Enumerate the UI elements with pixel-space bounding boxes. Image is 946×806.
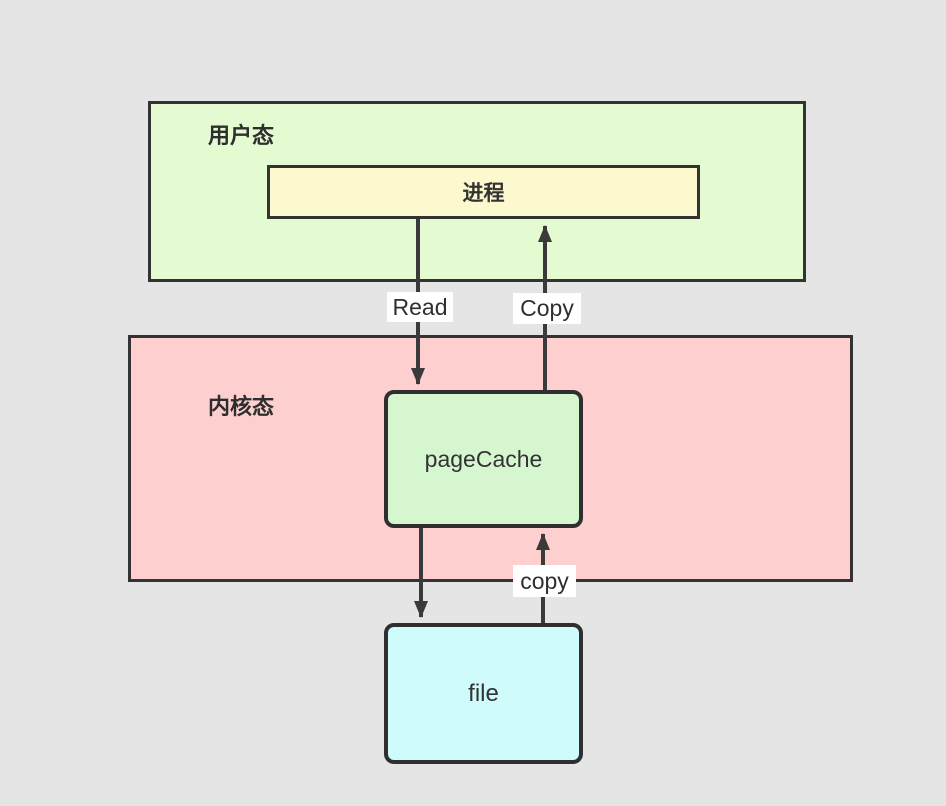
copy-to-pagecache-arrow-label: copy	[513, 565, 576, 597]
process-node-label: 进程	[462, 182, 505, 205]
process-node: 进程	[267, 165, 700, 219]
file-node-label: file	[468, 679, 499, 707]
user-mode-label: 用户态	[208, 123, 275, 148]
pagecache-node: pageCache	[384, 390, 583, 528]
kernel-mode-label: 内核态	[208, 394, 275, 419]
read-arrow-label: Read	[387, 292, 453, 322]
pagecache-node-label: pageCache	[424, 445, 543, 472]
copy-to-process-arrow-label: Copy	[513, 293, 581, 324]
file-node: file	[384, 623, 583, 764]
